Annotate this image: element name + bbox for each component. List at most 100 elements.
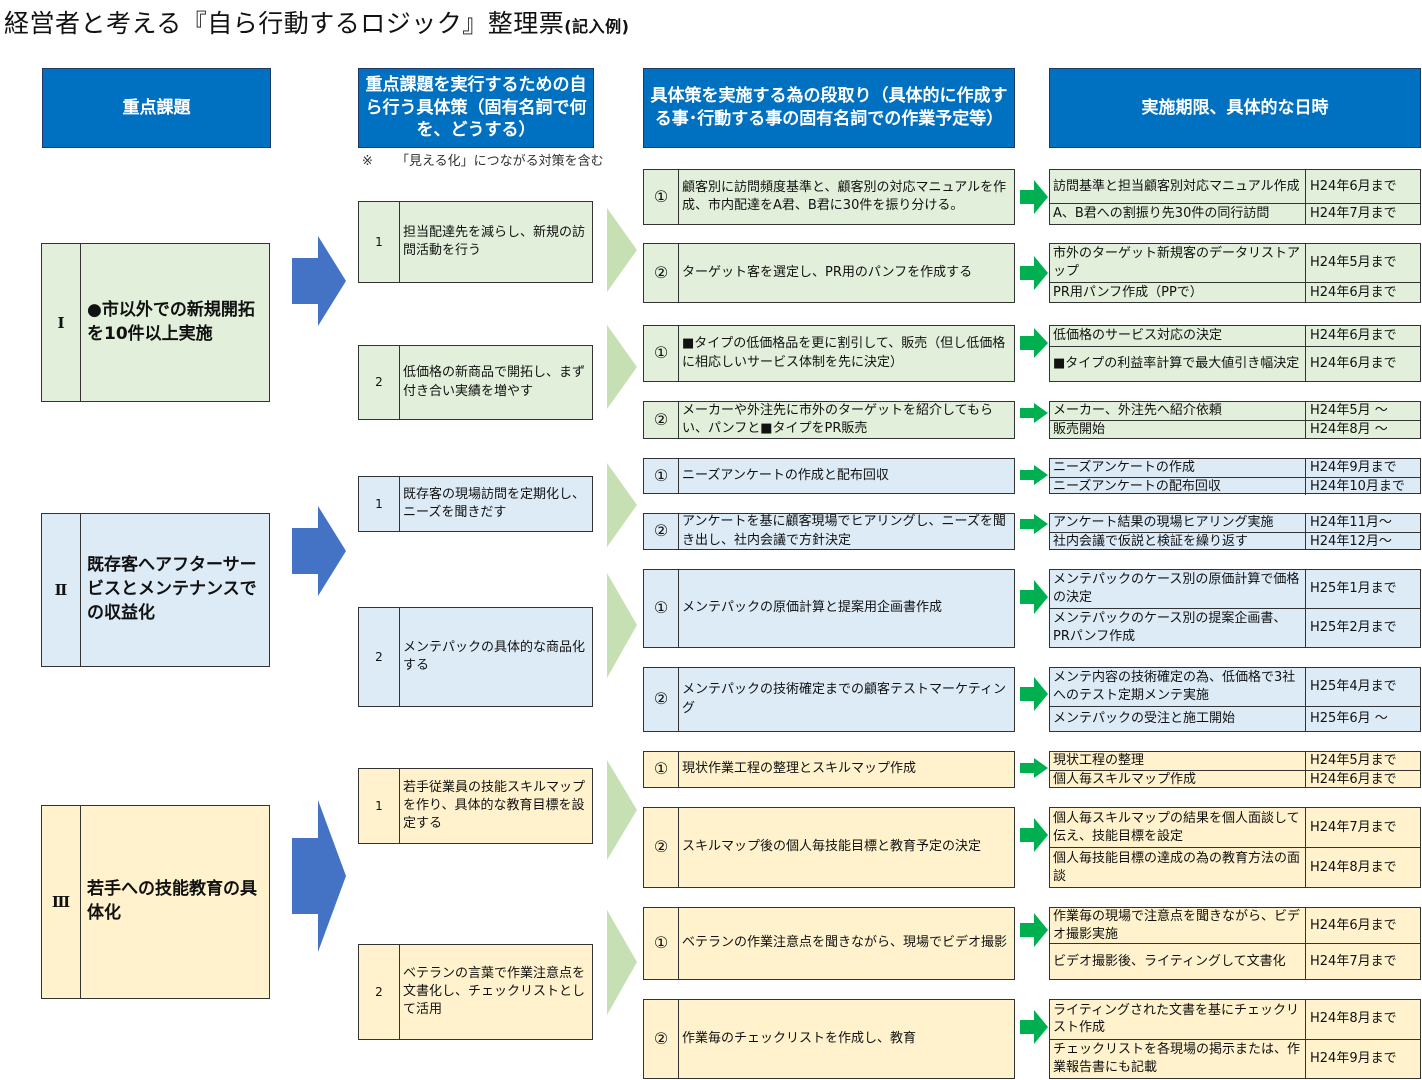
step-3-2-1: ① ベテランの作業注意点を聞きながら、現場でビデオ撮影 xyxy=(643,907,1015,980)
schedule-row: アンケート結果の現場ヒアリング実施 H24年11月～ xyxy=(1050,514,1420,532)
step-text: ■タイプの低価格品を更に割引して、販売（但し低価格に相応しいサービス体制を先に決… xyxy=(682,336,1006,370)
schedule-date: H24年11月～ xyxy=(1310,515,1392,530)
step-1-1-2: ② ターゲット客を選定し、PR用のパンフを作成する xyxy=(643,243,1015,303)
schedule-date: H24年6月まで xyxy=(1310,328,1397,344)
schedule-date: H25年2月まで xyxy=(1310,620,1397,636)
measure-text: 担当配達先を減らし、新規の訪問活動を行う xyxy=(403,224,586,258)
schedule-date: H24年9月まで xyxy=(1310,460,1397,475)
green-arrow-3-2-1 xyxy=(1020,913,1048,947)
schedule-action: 個人毎技能目標の達成の為の教育方法の面談 xyxy=(1050,848,1306,887)
small-arrow-1-2 xyxy=(607,325,637,409)
issue-1: Ⅰ ●市以外での新規開拓を10件以上実施 xyxy=(41,243,270,402)
schedule-action: ライティングされた文書を基にチェックリスト作成 xyxy=(1050,1000,1306,1039)
green-arrow-3-2-2 xyxy=(1020,1010,1048,1044)
step-text: メンテパックの原価計算と提案用企画書作成 xyxy=(682,600,943,616)
small-arrow-2-1 xyxy=(607,463,637,547)
schedule-date: H25年6月 ～ xyxy=(1310,711,1388,727)
measure-number: 1 xyxy=(359,769,400,843)
measure-text: メンテパックの具体的な商品化する xyxy=(403,639,586,673)
step-2-1-1: ① ニーズアンケートの作成と配布回収 xyxy=(643,458,1015,494)
schedule-action: ニーズアンケートの作成 xyxy=(1050,459,1306,477)
step-text: 顧客別に訪問頻度基準と、顧客別の対応マニュアルを作成、市内配達をA君、B君に30… xyxy=(682,179,1007,213)
measure-number: 2 xyxy=(359,608,400,706)
measure-3-2: 2 ベテランの言葉で作業注意点を文書化し、チェックリストとして活用 xyxy=(358,944,593,1040)
schedule-action: A、B君への割振り先30件の同行訪問 xyxy=(1050,204,1306,224)
issue-text: 既存客へアフターサービスとメンテナンスでの収益化 xyxy=(87,555,257,623)
green-arrow-2-1-2 xyxy=(1020,514,1048,534)
step-3-1-2: ② スキルマップ後の個人毎技能目標と教育予定の決定 xyxy=(643,807,1015,888)
step-text: 作業毎のチェックリストを作成し、教育 xyxy=(682,1030,917,1046)
big-arrow-3 xyxy=(292,800,346,952)
step-text: メンテパックの技術確定までの顧客テストマーケティング xyxy=(682,682,1006,716)
measure-3-1: 1 若手従業員の技能スキルマップを作り、具体的な教育目標を設定する xyxy=(358,768,593,844)
schedule-action: 訪問基準と担当顧客別対応マニュアル作成 xyxy=(1050,170,1306,203)
page-title: 経営者と考える『自ら行動するロジック』整理票(記入例) xyxy=(4,4,629,40)
step-2-2-1: ① メンテパックの原価計算と提案用企画書作成 xyxy=(643,569,1015,648)
schedule-action: チェックリストを各現場の掲示または、作業報告書にも記載 xyxy=(1050,1039,1306,1078)
small-arrow-3-2 xyxy=(607,910,637,1015)
schedule-date: H24年5月まで xyxy=(1310,753,1397,768)
green-arrow-3-1-2 xyxy=(1020,818,1048,852)
measure-text: 若手従業員の技能スキルマップを作り、具体的な教育目標を設定する xyxy=(403,779,586,832)
measure-number: 2 xyxy=(359,346,400,419)
measure-number: 1 xyxy=(359,477,400,531)
issue-number: Ⅰ xyxy=(42,244,81,401)
step-3-2-2: ② 作業毎のチェックリストを作成し、教育 xyxy=(643,999,1015,1079)
schedule-action: メンテ内容の技術確定の為、低価格で3社へのテスト定期メンテ実施 xyxy=(1050,668,1306,706)
issue-2: Ⅱ 既存客へアフターサービスとメンテナンスでの収益化 xyxy=(41,513,270,667)
schedule-date: H24年10月まで xyxy=(1310,478,1405,494)
header-measures: 重点課題を実行するための自ら行う具体策（固有名詞で何を、どうする） xyxy=(358,68,594,148)
title-main: 経営者と考える『自ら行動するロジック』整理票 xyxy=(4,9,565,38)
step-text: 現状作業工程の整理とスキルマップ作成 xyxy=(682,761,917,777)
issue-3: Ⅲ 若手への技能教育の具体化 xyxy=(41,805,270,999)
step-2-2-2: ② メンテパックの技術確定までの顧客テストマーケティング xyxy=(643,667,1015,732)
step-text: ターゲット客を選定し、PR用のパンフを作成する xyxy=(682,264,973,280)
header-note: ※「見える化」につながる対策を含む xyxy=(362,150,604,169)
step-number: ② xyxy=(644,514,679,549)
schedule-action: PR用パンフ作成（PPで） xyxy=(1050,283,1306,302)
green-arrow-1-1-2 xyxy=(1020,256,1048,290)
schedule-action: 個人毎スキルマップの結果を個人面談して伝え、技能目標を設定 xyxy=(1050,808,1306,847)
step-number: ② xyxy=(644,1000,679,1078)
schedule-action: 低価格のサービス対応の決定 xyxy=(1050,326,1306,346)
measure-2-2: 2 メンテパックの具体的な商品化する xyxy=(358,607,593,707)
issue-text: ●市以外での新規開拓を10件以上実施 xyxy=(87,299,255,344)
step-number: ② xyxy=(644,402,679,438)
schedule-date: H24年6月まで xyxy=(1310,771,1397,787)
measure-number: 2 xyxy=(359,945,400,1039)
schedule-action: 市外のターゲット新規客のデータリストアップ xyxy=(1050,244,1306,282)
header-key-issue: 重点課題 xyxy=(42,68,271,148)
schedule-action: メンテパックの受注と施工開始 xyxy=(1050,707,1306,731)
schedule-date: H24年6月まで xyxy=(1310,356,1397,372)
schedule-action: 個人毎スキルマップ作成 xyxy=(1050,770,1306,789)
schedule-date: H25年1月まで xyxy=(1310,581,1397,597)
schedule-date: H24年6月まで xyxy=(1310,178,1397,194)
measure-number: 1 xyxy=(359,202,400,282)
step-number: ② xyxy=(644,668,679,731)
schedule-action: アンケート結果の現場ヒアリング実施 xyxy=(1050,514,1306,532)
schedule-date: H24年6月まで xyxy=(1310,917,1397,933)
step-1-1-1: ① 顧客別に訪問頻度基準と、顧客別の対応マニュアルを作成、市内配達をA君、B君に… xyxy=(643,169,1015,225)
issue-text: 若手への技能教育の具体化 xyxy=(87,879,257,923)
small-arrow-1-1 xyxy=(607,208,637,292)
